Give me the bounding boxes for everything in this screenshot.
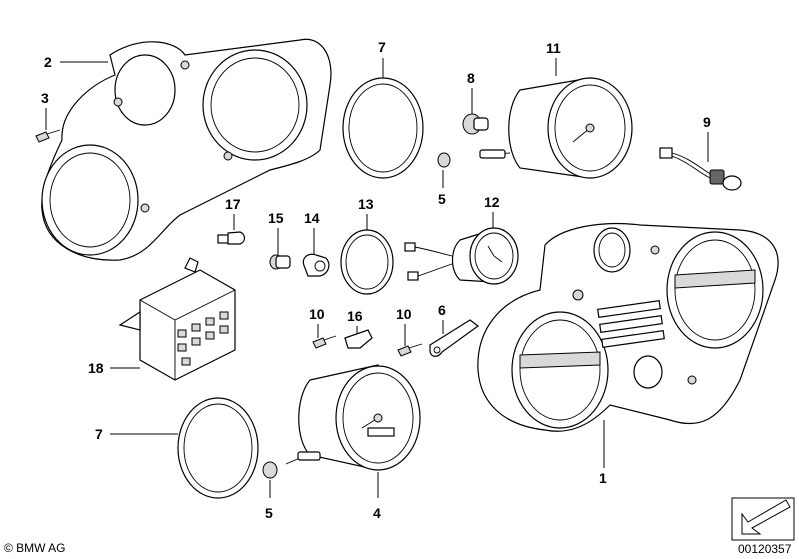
callout-14: 14 bbox=[304, 210, 320, 226]
speedometer bbox=[285, 364, 421, 471]
bracket-6 bbox=[429, 319, 480, 357]
callout-5-lower: 5 bbox=[265, 505, 273, 521]
callout-18: 18 bbox=[88, 360, 104, 376]
instrument-cover bbox=[41, 38, 332, 261]
callout-13: 13 bbox=[358, 196, 374, 212]
screw-10-left bbox=[312, 335, 337, 349]
leader-lines bbox=[45, 58, 709, 498]
bezel-ring-13 bbox=[340, 229, 394, 295]
callout-11: 11 bbox=[546, 40, 561, 56]
callout-6: 6 bbox=[438, 302, 446, 318]
clip-16 bbox=[344, 329, 373, 349]
instrument-housing bbox=[477, 222, 779, 432]
document-number: 00120357 bbox=[738, 542, 792, 556]
washer-5-lower bbox=[262, 461, 278, 479]
callout-10-left: 10 bbox=[309, 306, 325, 322]
callout-4: 4 bbox=[373, 505, 381, 521]
callout-17: 17 bbox=[225, 196, 241, 212]
callout-1: 1 bbox=[599, 470, 607, 486]
clock-12 bbox=[404, 227, 519, 285]
callout-10-right: 10 bbox=[396, 306, 412, 322]
callout-7-lower: 7 bbox=[95, 426, 103, 442]
bulb-holder-15 bbox=[269, 254, 291, 270]
bulb-17 bbox=[217, 231, 246, 245]
callout-15: 15 bbox=[268, 210, 284, 226]
callout-16: 16 bbox=[347, 308, 363, 324]
callout-9: 9 bbox=[703, 114, 711, 130]
warning-light-panel bbox=[118, 257, 236, 381]
bulb-socket-14 bbox=[302, 253, 330, 277]
copyright-text: © BMW AG bbox=[4, 541, 66, 555]
direction-arrow-box bbox=[731, 497, 795, 541]
bezel-ring-lower bbox=[177, 397, 259, 499]
screw-3 bbox=[35, 129, 61, 143]
washer-5-upper bbox=[437, 152, 451, 168]
callout-3: 3 bbox=[41, 90, 49, 106]
callout-5-upper: 5 bbox=[438, 191, 446, 207]
callout-8: 8 bbox=[467, 70, 475, 86]
callout-labels: 2 3 7 8 11 9 17 15 14 13 12 10 16 10 6 1… bbox=[41, 39, 711, 521]
grommet-8 bbox=[462, 113, 489, 135]
callout-12: 12 bbox=[484, 194, 500, 210]
bezel-ring-upper bbox=[342, 77, 424, 179]
screw-10-right bbox=[397, 343, 423, 357]
wire-connector bbox=[659, 147, 742, 191]
callout-2: 2 bbox=[44, 54, 52, 70]
tachometer bbox=[479, 77, 633, 179]
callout-7-upper: 7 bbox=[378, 39, 386, 55]
